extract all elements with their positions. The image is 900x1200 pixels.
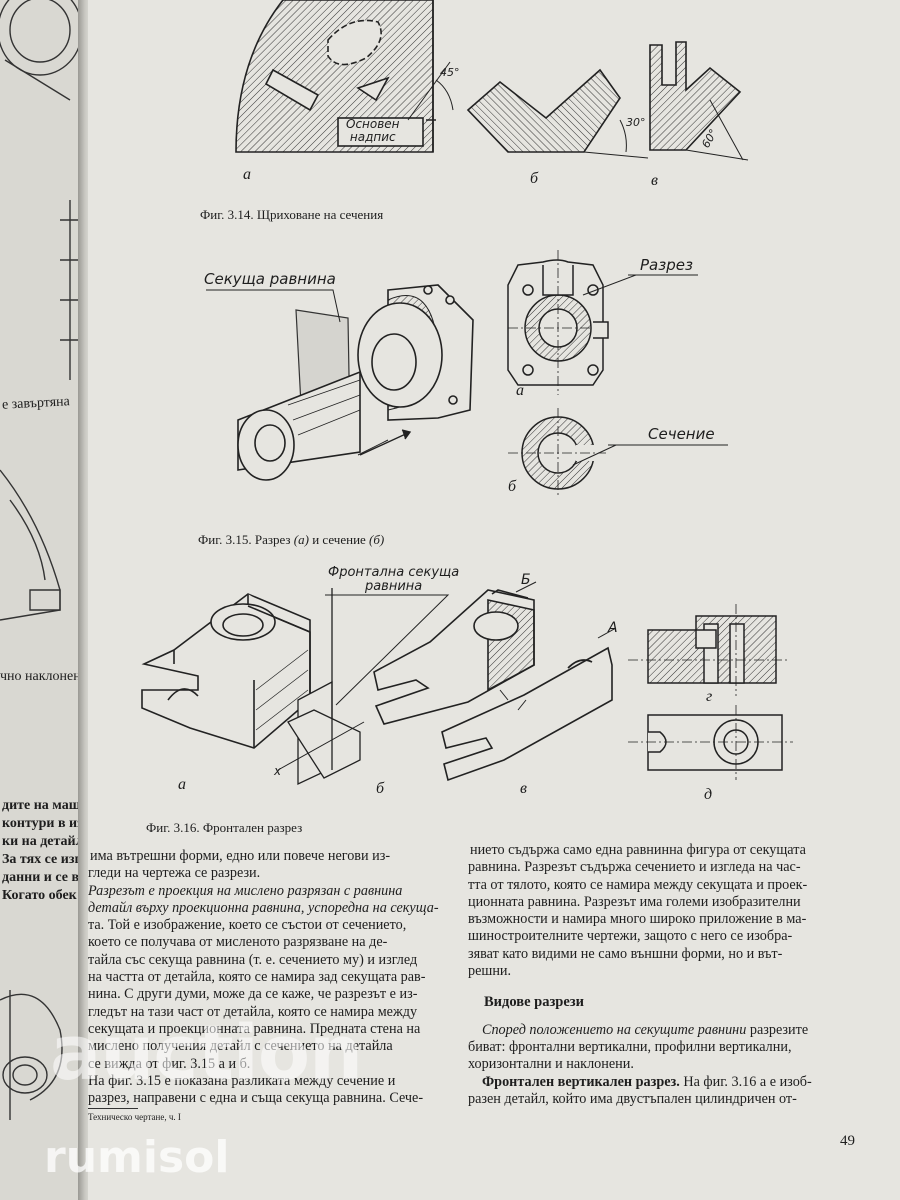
- body-line: тта от тялото, която се намира между сек…: [468, 876, 808, 893]
- fig316-label-plane-line: Фронтална секуща: [328, 565, 460, 580]
- fig315-view-b: [508, 408, 606, 498]
- body-line: гледи на чертежа се разрези.: [88, 865, 261, 882]
- fig315-direction-arrow: [359, 429, 412, 456]
- fig316-view-d: [628, 705, 793, 780]
- fig316-leaders: [325, 581, 617, 711]
- para3-bold: Фронтален вертикален разрез.: [482, 1073, 680, 1090]
- fig314-title-block: Основен надпис: [346, 118, 400, 144]
- fig314-drawing-a: [235, 0, 454, 153]
- fig314-angle-30: 30°: [626, 116, 646, 129]
- section-heading: Видове разрези: [484, 994, 584, 1011]
- left-fragment: данни и се в: [2, 870, 80, 885]
- fig315-caption-b: (б): [369, 532, 385, 547]
- left-fragment: ки на детайли: [2, 834, 84, 849]
- body-line-italic: Разрезът е проекция на мислено разрязан …: [88, 882, 403, 899]
- fig314-sub-b: б: [530, 170, 539, 187]
- fig316-sub-g: г: [706, 688, 713, 705]
- body-line: та. Той е изображение, което се състои о…: [88, 917, 407, 934]
- para3-rest: На фиг. 3.16 а е изоб-: [679, 1073, 812, 1090]
- fig314-title-block-line: Основен: [346, 117, 400, 131]
- left-fragment: е завъртяна: [1, 394, 71, 413]
- left-page-drawings: [0, 0, 83, 1120]
- body-line: мислено получения детайл с сечението на …: [88, 1038, 393, 1055]
- fig316-letter-a: А: [608, 620, 618, 636]
- body-line: се вижда от фиг. 3.15 а и б.: [88, 1055, 251, 1072]
- watermark-rumisol: rumisol: [44, 1132, 230, 1183]
- body-line: шиностроителните чертежи, защото с него …: [468, 928, 793, 945]
- fig316-part-v-top: [373, 589, 535, 725]
- right-page: Основен надпис 45° 30° 60° а б в Фиг. 3.…: [88, 0, 900, 1200]
- fig316-caption: Фиг. 3.16. Фронтален разрез: [146, 820, 303, 835]
- fig314-caption: Фиг. 3.14. Щриховане на сечения: [200, 207, 384, 222]
- fig315-leaders: [206, 274, 728, 466]
- footnote: Техническо чертане, ч. I: [88, 1112, 181, 1122]
- left-fragment: За тях се изп: [2, 852, 83, 867]
- body-line: гледът на тази част от детайла, която се…: [88, 1003, 418, 1020]
- fig316-sub-v: в: [520, 780, 527, 797]
- fig316-sub-d: д: [704, 786, 713, 803]
- body-line: Фронтален вертикален разрез. На фиг. 3.1…: [468, 1074, 888, 1091]
- body-line: на частта от детайла, която се намира за…: [88, 969, 426, 986]
- fig314-drawing-b: [466, 68, 649, 159]
- fig315-label-cut: Сечение: [648, 425, 715, 443]
- fig315-sub-a: а: [516, 382, 524, 399]
- fig315-caption-mid: и сечение: [308, 532, 370, 547]
- fig314-drawing-c: [649, 41, 749, 161]
- body-line: което се получава от мисленото разрязван…: [88, 934, 388, 951]
- body-line: На фиг. 3.15 е показана разликата между …: [88, 1072, 396, 1089]
- para2-rest: разрезите: [746, 1021, 809, 1038]
- page-number: 49: [840, 1133, 855, 1149]
- fig316-label-plane: Фронтална секуща равнина: [328, 566, 459, 594]
- fig315-isometric-part: [237, 284, 474, 481]
- footnote-rule: [88, 1108, 138, 1109]
- page-drawings: [141, 0, 793, 786]
- body-line: равнина. Разрезът съдържа сечението и из…: [468, 859, 801, 876]
- body-line: Според положението на секущите равнини р…: [468, 1022, 888, 1039]
- left-fragment: чно наклонено: [0, 669, 84, 684]
- fig315-caption: Фиг. 3.15. Разрез (а) и сечение (б): [198, 532, 384, 548]
- left-fragment: контури в изо: [2, 816, 84, 831]
- body-line: решни.: [468, 963, 512, 980]
- fig316-letter-b: Б: [521, 572, 531, 588]
- body-line: тайла със секуща равнина (т. е. сечениет…: [88, 951, 418, 968]
- body-line: хоризонтални и наклонени.: [468, 1056, 634, 1073]
- body-line-italic: детайл върху проекционна равнина, успоре…: [88, 899, 439, 916]
- body-line: възможности и намира много широко прилож…: [468, 911, 807, 928]
- fig316-part-a: [141, 593, 311, 749]
- fig315-label-section: Разрез: [640, 256, 693, 274]
- fig315-label-plane: Секуща равнина: [204, 270, 336, 288]
- text-column-1: има вътрешни форми, едно или повече него…: [88, 848, 439, 1107]
- fig316-axis-x: x: [274, 764, 282, 778]
- body-line: разен детайл, който има двустъпален цили…: [468, 1090, 797, 1107]
- fig316-sub-a: а: [178, 776, 186, 793]
- fig316-label-plane-line: равнина: [364, 579, 423, 594]
- left-page: е завъртяна чно наклонено дите на машин …: [0, 0, 84, 1200]
- body-line: ционната равнина. Разрезът има големи из…: [468, 893, 801, 910]
- left-fragment: дите на машин: [2, 798, 84, 813]
- fig316-view-g: [628, 604, 788, 696]
- fig315-caption-prefix: Фиг. 3.15. Разрез: [198, 532, 294, 547]
- body-line: нина. С други думи, може да се каже, че …: [88, 986, 418, 1003]
- left-fragment: Когато обек: [2, 888, 77, 903]
- fig314-sub-a: а: [243, 166, 251, 183]
- fig315-caption-a: (а): [293, 532, 309, 547]
- body-line: зяват като видими не само външни форми, …: [468, 945, 783, 962]
- fig314-sub-v: в: [651, 172, 658, 189]
- fig316-part-v-bottom: [441, 646, 613, 782]
- para2-italic: Според положението на секущите равнини: [482, 1021, 747, 1038]
- fig314-angle-45: 45°: [440, 66, 460, 79]
- fig314-title-block-line: надпис: [349, 130, 396, 144]
- fig316-planes-b: [277, 588, 365, 786]
- fig315-view-a: [507, 250, 609, 395]
- watermark-auction: auction: [50, 1008, 363, 1097]
- body-line: секущата и проекционната равнина. Предна…: [88, 1020, 421, 1037]
- text-column-2: нието съдържа само една равнинна фигура …: [468, 842, 888, 1108]
- body-line: разрез, направени с една и съща секуща р…: [88, 1090, 424, 1107]
- fig315-sub-b: б: [508, 478, 517, 495]
- fig316-sub-b: б: [376, 780, 385, 797]
- body-line: нието съдържа само една равнинна фигура …: [470, 842, 806, 858]
- body-line: има вътрешни форми, едно или повече него…: [90, 848, 391, 864]
- body-line: биват: фронтални вертикални, профилни ве…: [468, 1038, 792, 1055]
